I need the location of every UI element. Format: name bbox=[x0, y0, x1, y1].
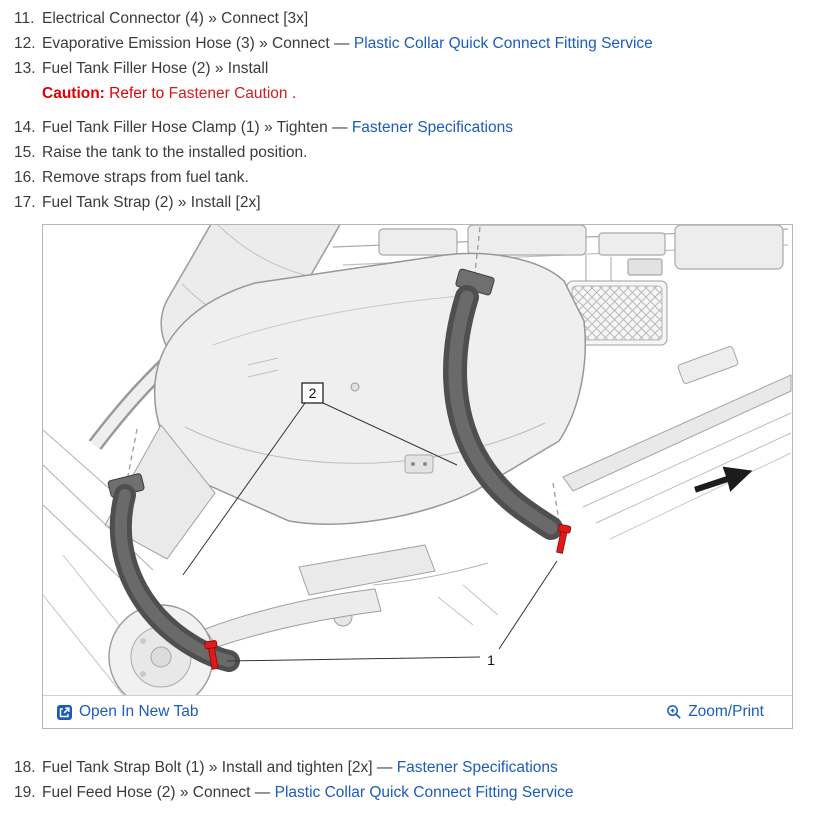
step-number: 18. bbox=[14, 759, 36, 776]
step-15: 15. Raise the tank to the installed posi… bbox=[0, 140, 823, 165]
strap-bolt-highlight-right bbox=[556, 524, 572, 554]
step-12: 12. Evaporative Emission Hose (3) » Conn… bbox=[0, 31, 823, 56]
step-14: 14. Fuel Tank Filler Hose Clamp (1) » Ti… bbox=[0, 115, 823, 140]
zoom-icon bbox=[667, 705, 681, 719]
step-number: 16. bbox=[14, 169, 36, 186]
caution-note: Caution: Refer to Fastener Caution . bbox=[42, 81, 823, 106]
open-in-new-tab-link[interactable]: Open In New Tab bbox=[56, 703, 198, 721]
caution-text: Refer to bbox=[104, 85, 169, 102]
fuel-tank-strap-illustration: 2 1 bbox=[43, 225, 792, 695]
plastic-collar-service-link[interactable]: Plastic Collar Quick Connect Fitting Ser… bbox=[353, 35, 653, 52]
step-text: Fuel Tank Strap Bolt (1) » Install and t… bbox=[42, 755, 823, 780]
underbody-structure bbox=[332, 225, 789, 285]
plastic-collar-service-link[interactable]: Plastic Collar Quick Connect Fitting Ser… bbox=[274, 784, 574, 801]
step-text-plain: Fuel Tank Filler Hose Clamp (1) » Tighte… bbox=[42, 119, 352, 136]
step-number: 11. bbox=[14, 10, 35, 27]
step-11: 11. Electrical Connector (4) » Connect [… bbox=[0, 6, 823, 31]
step-text-plain: Evaporative Emission Hose (3) » Connect … bbox=[42, 35, 354, 52]
open-in-new-tab-icon bbox=[57, 704, 72, 720]
step-text: Fuel Tank Filler Hose Clamp (1) » Tighte… bbox=[42, 115, 823, 140]
fastener-specifications-link[interactable]: Fastener Specifications bbox=[396, 759, 558, 776]
caution-period: . bbox=[287, 85, 297, 102]
callout-2: 2 bbox=[182, 382, 458, 576]
direction-arrow bbox=[694, 466, 753, 493]
zoom-print-link[interactable]: Zoom/Print bbox=[666, 703, 764, 721]
figure-toolbar: Open In New Tab Zoom/Print bbox=[43, 695, 792, 728]
step-number: 17. bbox=[14, 194, 36, 211]
step-text: Remove straps from fuel tank. bbox=[42, 169, 249, 186]
fastener-caution-link[interactable]: Fastener Caution bbox=[168, 85, 288, 102]
fuel-tank-strap-left bbox=[107, 473, 240, 672]
callout-2-label: 2 bbox=[309, 385, 317, 401]
caution-label: Caution: bbox=[42, 85, 105, 102]
open-in-new-tab-label: Open In New Tab bbox=[79, 703, 199, 720]
step-text-plain: Fuel Tank Strap Bolt (1) » Install and t… bbox=[42, 759, 397, 776]
step-number: 19. bbox=[14, 784, 36, 801]
fastener-specifications-link[interactable]: Fastener Specifications bbox=[351, 119, 513, 136]
step-text: Fuel Tank Strap (2) » Install [2x] bbox=[42, 194, 261, 211]
rocker-panel bbox=[562, 346, 792, 540]
step-17: 17. Fuel Tank Strap (2) » Install [2x] bbox=[0, 190, 823, 215]
step-text: Raise the tank to the installed position… bbox=[42, 144, 308, 161]
figure-box: 2 1 Open In New Tab bbox=[42, 224, 793, 729]
brake-rotor bbox=[108, 588, 382, 695]
heat-shield bbox=[566, 280, 668, 346]
step-number: 15. bbox=[14, 144, 36, 161]
post-figure-steps: 18. Fuel Tank Strap Bolt (1) » Install a… bbox=[0, 755, 823, 805]
step-13: 13. Fuel Tank Filler Hose (2) » Install bbox=[0, 56, 823, 81]
callout-1: 1 bbox=[226, 560, 558, 668]
step-text: Evaporative Emission Hose (3) » Connect … bbox=[42, 31, 823, 56]
zoom-print-label: Zoom/Print bbox=[688, 703, 764, 720]
step-number: 13. bbox=[14, 60, 36, 77]
step-number: 12. bbox=[14, 35, 36, 52]
step-16: 16. Remove straps from fuel tank. bbox=[0, 165, 823, 190]
step-text: Fuel Tank Filler Hose (2) » Install bbox=[42, 60, 269, 77]
strap-bolt-highlight-left bbox=[204, 640, 219, 670]
step-text: Electrical Connector (4) » Connect [3x] bbox=[42, 10, 309, 27]
step-19: 19. Fuel Feed Hose (2) » Connect — Plast… bbox=[0, 780, 823, 805]
callout-1-label: 1 bbox=[487, 652, 495, 668]
step-18: 18. Fuel Tank Strap Bolt (1) » Install a… bbox=[0, 755, 823, 780]
step-number: 14. bbox=[14, 119, 36, 136]
fuel-tank-strap-right bbox=[443, 268, 563, 540]
step-text: Fuel Feed Hose (2) » Connect — Plastic C… bbox=[42, 780, 823, 805]
step-text-plain: Fuel Feed Hose (2) » Connect — bbox=[42, 784, 275, 801]
